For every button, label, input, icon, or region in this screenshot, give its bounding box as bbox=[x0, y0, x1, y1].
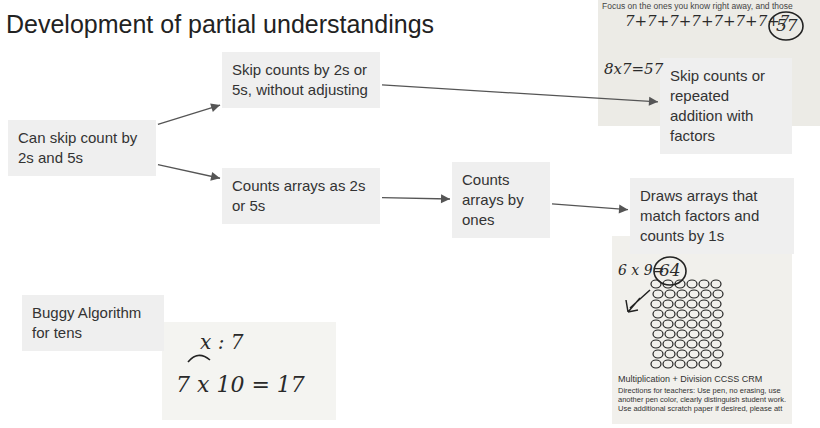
array-circle bbox=[701, 330, 711, 338]
arrow-head bbox=[441, 194, 450, 203]
array-circle bbox=[687, 280, 697, 288]
array-circle bbox=[653, 310, 663, 318]
array-circle bbox=[687, 340, 697, 348]
connector-arrow bbox=[158, 105, 220, 124]
array-circle bbox=[699, 280, 709, 288]
worksheet-writing: 57 bbox=[776, 15, 798, 35]
array-circle bbox=[653, 350, 663, 358]
array-circle bbox=[711, 320, 721, 328]
array-circle bbox=[665, 330, 675, 338]
array-circle bbox=[699, 320, 709, 328]
array-circle bbox=[651, 340, 661, 348]
worksheet-writing: 7 x 10 = 17 bbox=[176, 372, 305, 397]
arrow-head bbox=[649, 97, 658, 106]
arrow-head bbox=[210, 172, 220, 181]
array-circle bbox=[711, 300, 721, 308]
array-circle bbox=[651, 300, 661, 308]
connector-arrow bbox=[158, 165, 220, 179]
drawn-array bbox=[651, 280, 723, 368]
worksheet-writing: Focus on the ones you know right away, a… bbox=[602, 1, 793, 11]
arrow-head bbox=[619, 204, 628, 213]
array-circle bbox=[689, 310, 699, 318]
worksheet-writing: 8x7=57 bbox=[604, 60, 663, 78]
process-box: Can skip count by 2s and 5s bbox=[8, 120, 156, 176]
array-circle bbox=[689, 290, 699, 298]
array-circle bbox=[675, 360, 685, 368]
worksheet-writing: Directions for teachers: Use pen, no era… bbox=[618, 386, 788, 413]
array-circle bbox=[675, 320, 685, 328]
array-circle bbox=[711, 280, 721, 288]
array-circle bbox=[663, 360, 673, 368]
array-circle bbox=[699, 300, 709, 308]
box-text: Skip counts by 2s or 5s, without adjusti… bbox=[232, 60, 370, 100]
array-circle bbox=[653, 290, 663, 298]
array-circle bbox=[689, 350, 699, 358]
array-circle bbox=[687, 320, 697, 328]
connector-arrow bbox=[382, 85, 658, 102]
array-circle bbox=[713, 310, 723, 318]
array-circle bbox=[701, 310, 711, 318]
process-box: Draws arrays that match factors and coun… bbox=[630, 178, 794, 254]
array-circle bbox=[701, 290, 711, 298]
process-box: Skip counts or repeated addition with fa… bbox=[660, 58, 792, 154]
process-box: Counts arrays as 2s or 5s bbox=[222, 168, 380, 224]
diagram-title: Development of partial understandings bbox=[6, 10, 434, 39]
array-circle bbox=[711, 360, 721, 368]
array-circle bbox=[663, 320, 673, 328]
array-circle bbox=[687, 360, 697, 368]
array-circle bbox=[663, 340, 673, 348]
process-box: Skip counts by 2s or 5s, without adjusti… bbox=[222, 52, 380, 108]
array-circle bbox=[653, 330, 663, 338]
process-box: Counts arrays by ones bbox=[452, 162, 550, 238]
worksheet-photo bbox=[612, 236, 792, 424]
array-circle bbox=[665, 290, 675, 298]
array-circle bbox=[675, 280, 685, 288]
pen-arrow bbox=[626, 290, 650, 312]
connector-arrow bbox=[552, 204, 628, 210]
box-text: Skip counts or repeated addition with fa… bbox=[670, 66, 782, 146]
array-circle bbox=[651, 320, 661, 328]
array-circle bbox=[701, 350, 711, 358]
array-circle bbox=[699, 340, 709, 348]
array-circle bbox=[713, 350, 723, 358]
array-circle bbox=[651, 280, 661, 288]
array-circle bbox=[651, 360, 661, 368]
array-circle bbox=[675, 300, 685, 308]
box-text: Can skip count by 2s and 5s bbox=[18, 128, 146, 168]
worksheet-writing: 7+7+7+7+7+7+7+7 bbox=[625, 12, 789, 30]
arrow-head bbox=[210, 103, 220, 112]
worksheet-writing: 64 bbox=[659, 260, 681, 280]
array-circle bbox=[677, 290, 687, 298]
box-text: Counts arrays by ones bbox=[462, 170, 540, 230]
connector-arrow bbox=[382, 198, 450, 199]
worksheet-writing: 6 x 9= bbox=[618, 262, 664, 278]
worksheet-writing: Multiplication + Division CCSS CRM bbox=[618, 374, 762, 384]
array-circle bbox=[677, 330, 687, 338]
array-circle bbox=[699, 360, 709, 368]
worksheet-photo bbox=[162, 322, 336, 420]
worksheet-writing: x : 7 bbox=[200, 330, 243, 354]
box-text: Draws arrays that match factors and coun… bbox=[640, 186, 784, 246]
array-circle bbox=[665, 350, 675, 358]
array-circle bbox=[663, 280, 673, 288]
array-circle bbox=[665, 310, 675, 318]
array-circle bbox=[687, 300, 697, 308]
array-circle bbox=[713, 290, 723, 298]
array-circle bbox=[677, 310, 687, 318]
array-circle bbox=[675, 340, 685, 348]
array-circle bbox=[677, 350, 687, 358]
box-text: Counts arrays as 2s or 5s bbox=[232, 176, 370, 216]
array-circle bbox=[711, 340, 721, 348]
box-text: Buggy Algorithm for tens bbox=[32, 303, 154, 343]
array-circle bbox=[663, 300, 673, 308]
array-circle bbox=[713, 330, 723, 338]
array-circle bbox=[689, 330, 699, 338]
pen-arc bbox=[188, 355, 210, 362]
process-box: Buggy Algorithm for tens bbox=[22, 295, 164, 351]
